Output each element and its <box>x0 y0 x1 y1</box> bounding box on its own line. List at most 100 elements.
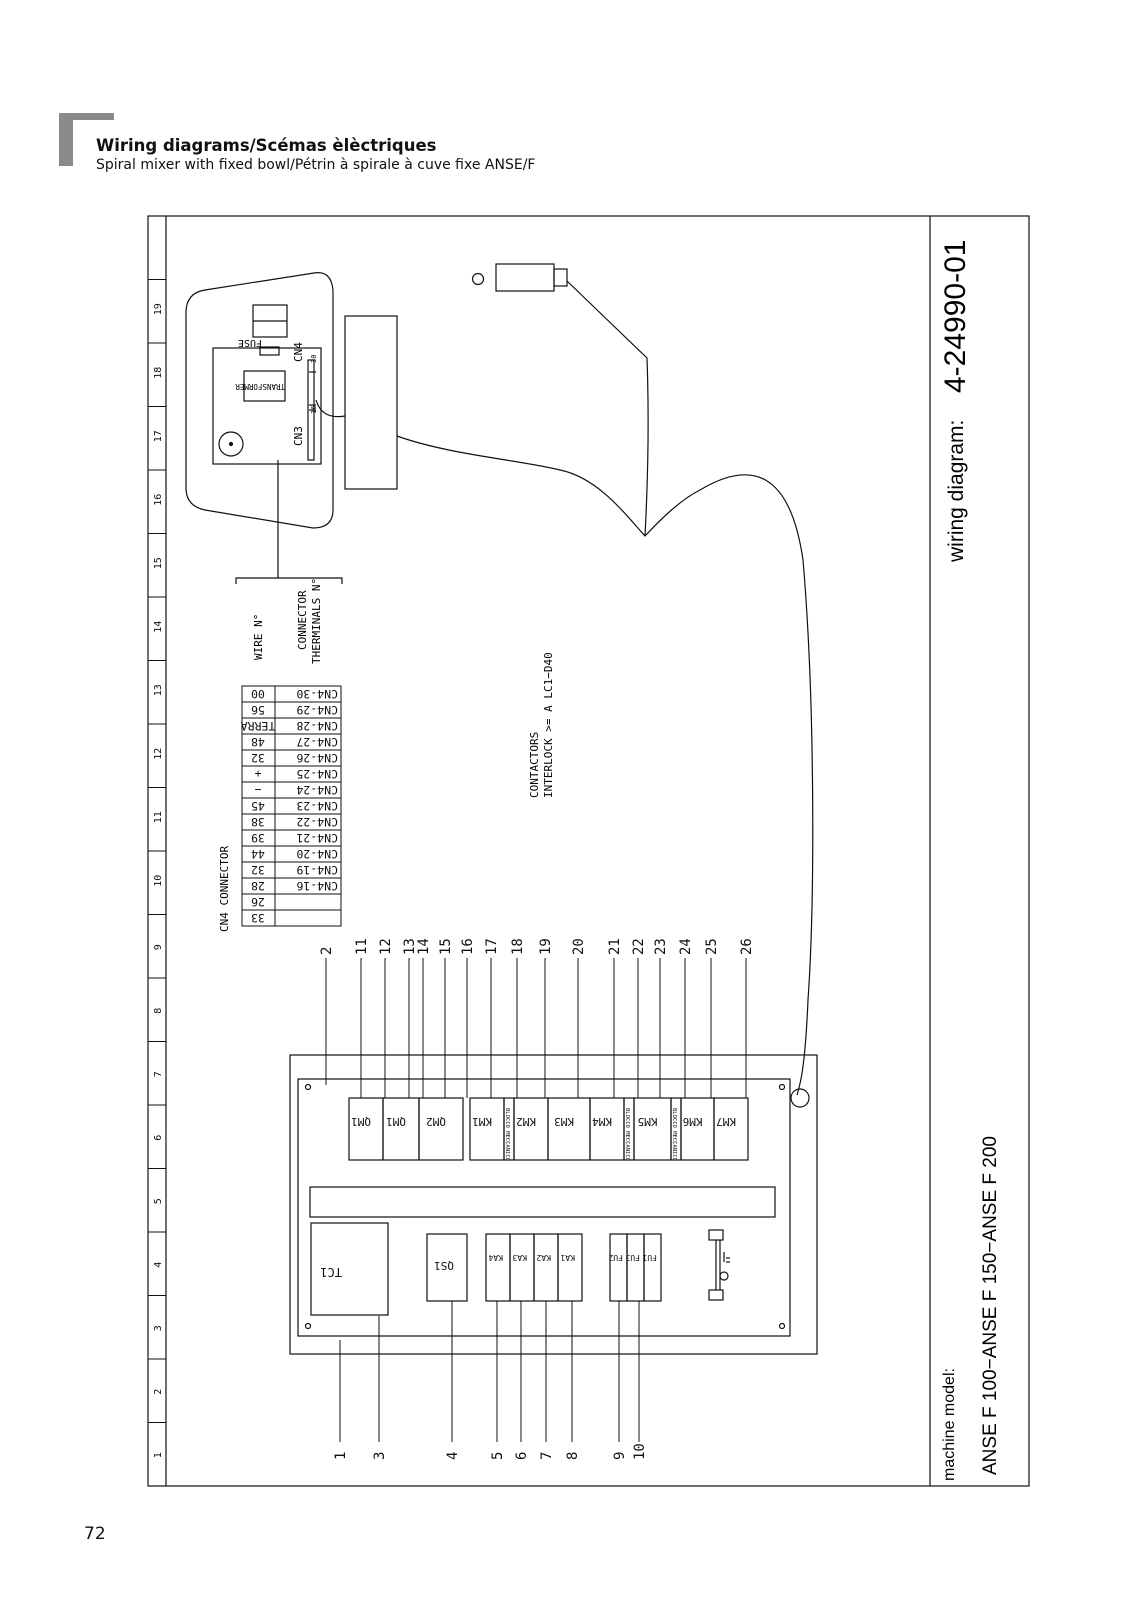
qs1-switch <box>426 1233 468 1302</box>
contactor-box <box>513 1097 549 1161</box>
callout-number: 8 <box>565 1452 581 1460</box>
grid-number: 11 <box>153 811 164 823</box>
contactor-box <box>547 1097 591 1161</box>
callout-number: 21 <box>607 938 623 955</box>
grid-number: 4 <box>153 1262 164 1268</box>
fuse-label: FU1 <box>642 1253 657 1262</box>
cn4-wire-number: 38 <box>251 815 265 829</box>
legend-bracket <box>235 577 343 584</box>
header-accent-bar-vertical <box>59 113 73 166</box>
contactor-box <box>589 1097 625 1161</box>
fuse-box <box>643 1233 662 1302</box>
callout-number: 9 <box>612 1452 628 1460</box>
component-label: KM3 <box>554 1115 574 1128</box>
component-label: QM1 <box>351 1115 371 1128</box>
grid-number: 13 <box>153 684 164 696</box>
callout-number: 11 <box>354 938 370 955</box>
grid-number: 1 <box>153 1452 164 1458</box>
cn4-wire-number: 44 <box>251 847 265 861</box>
callout-number: 13 <box>402 938 418 955</box>
cn3-label: CN3 <box>292 426 305 446</box>
grid-number: 14 <box>153 621 164 633</box>
component-label: KM6 <box>683 1115 703 1128</box>
cn4-label: CN4 <box>292 342 305 362</box>
callout-number: 1 <box>333 1452 349 1460</box>
electrical-panel <box>289 1054 818 1355</box>
component-label: QM2 <box>426 1115 446 1128</box>
cn4-wire-number: 00 <box>251 687 265 701</box>
cn4-wire-number: TERRA <box>241 719 276 733</box>
cn4-terminal: CN4-24 <box>296 783 338 797</box>
relay-box <box>557 1233 583 1302</box>
grid-number: 3 <box>153 1325 164 1331</box>
callout-number: 2 <box>319 947 335 955</box>
cn4-wire-number: 39 <box>251 831 265 845</box>
legend-wire-label: WIRE N° <box>252 614 265 660</box>
cn4-connector-title: CN4 CONNECTOR <box>218 846 231 932</box>
cn4-wire-number: − <box>254 783 261 797</box>
safety-switch <box>495 263 555 292</box>
relay-label: KA1 <box>560 1253 575 1262</box>
grid-number: 15 <box>153 557 164 569</box>
callout-number: 14 <box>416 938 432 955</box>
cn4-terminal: CN4-26 <box>296 751 338 765</box>
callout-number: 5 <box>490 1452 506 1460</box>
grid-number: 17 <box>153 430 164 442</box>
callout-number: 4 <box>445 1452 461 1460</box>
grid-number: 2 <box>153 1389 164 1395</box>
cn4-terminal: CN4-22 <box>296 815 338 829</box>
cn4-terminal: CN4-19 <box>296 863 338 877</box>
machine-model: ANSE F 100−ANSE F 150−ANSE F 200 <box>980 1136 1001 1475</box>
sensor-indicator <box>471 272 485 286</box>
contactor-box <box>418 1097 464 1161</box>
cn4-terminal: CN4-21 <box>296 831 338 845</box>
transformer-label: TRANSFORMER <box>235 382 285 391</box>
legend-terminals-label: THERMINALS N° <box>310 578 323 664</box>
tc1-label: TC1 <box>320 1265 342 1279</box>
component-label: KM2 <box>516 1115 536 1128</box>
callout-number: 17 <box>484 938 500 955</box>
contactor-box <box>348 1097 384 1161</box>
callout-number: 12 <box>378 938 394 955</box>
control-board-housing <box>185 272 334 529</box>
callout-number: 16 <box>460 938 476 955</box>
din-rail <box>309 1186 776 1218</box>
callout-number: 20 <box>571 938 587 955</box>
earth-terminal <box>708 1229 724 1241</box>
interlock-label: BLOCCO MECCANICO <box>671 1108 677 1161</box>
page-subtitle: Spiral mixer with fixed bowl/Pétrin à sp… <box>96 157 536 173</box>
grid-number: 5 <box>153 1198 164 1204</box>
fuse-label: FUSE <box>238 337 262 348</box>
cn4-wire-number: 56 <box>251 703 265 717</box>
callout-number: 26 <box>739 938 755 955</box>
grid-number: 9 <box>153 944 164 950</box>
fuse-box <box>609 1233 628 1302</box>
callout-number: 18 <box>510 938 526 955</box>
qs1-label: QS1 <box>434 1259 454 1272</box>
interlock-label: BLOCCO MECCANICO <box>624 1108 630 1161</box>
tc1-transformer <box>310 1222 389 1316</box>
component-label: KM1 <box>472 1115 492 1128</box>
cn4-terminal: CN4-29 <box>296 703 338 717</box>
relay-box <box>533 1233 559 1302</box>
contactors-note-line2: INTERLOCK >= A LC1−D40 <box>542 652 555 798</box>
page-number: 72 <box>84 1524 106 1544</box>
legend-connector-label: CONNECTOR <box>296 590 309 650</box>
contactor-box <box>633 1097 672 1161</box>
interlock-label: BLOCCO MECCANICO <box>504 1108 510 1161</box>
cn4-wire-number: 26 <box>251 895 265 909</box>
grid-number: 6 <box>153 1135 164 1141</box>
pin16-label: 16 <box>310 406 318 414</box>
callout-number: 22 <box>631 938 647 955</box>
callout-number: 15 <box>438 938 454 955</box>
grid-number: 18 <box>153 367 164 379</box>
callout-number: 25 <box>704 938 720 955</box>
grid-number: 10 <box>153 875 164 887</box>
diagram-frame <box>147 215 1030 1487</box>
machine-model-label: machine model: <box>941 1368 958 1481</box>
cn4-terminal: CN4-20 <box>296 847 338 861</box>
relay-box <box>509 1233 535 1302</box>
cn4-wire-number: 48 <box>251 735 265 749</box>
cn4-wire-number: 32 <box>251 751 265 765</box>
